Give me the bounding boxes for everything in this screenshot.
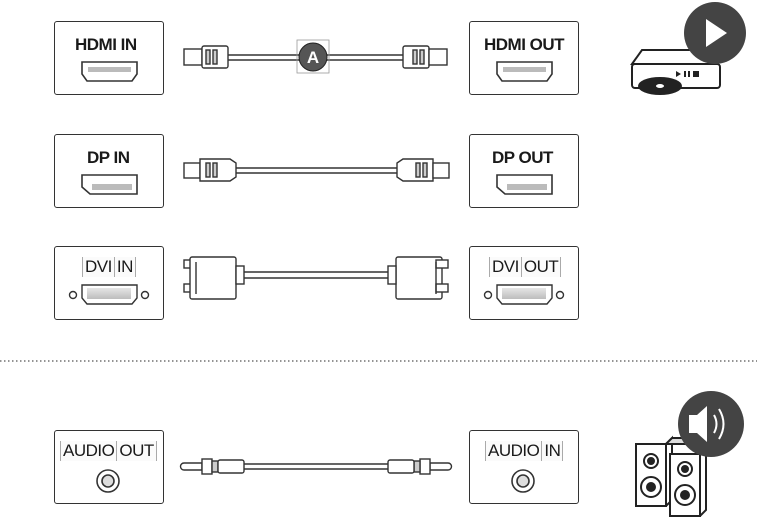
hdmi-out-socket-icon bbox=[496, 61, 553, 82]
dp-out-socket-icon bbox=[496, 174, 553, 195]
dp-in-port-box: DP IN bbox=[54, 134, 164, 208]
hdmi-in-label: HDMI IN bbox=[75, 35, 137, 54]
hdmi-out-port-box: HDMI OUT bbox=[469, 21, 579, 95]
dp-in-socket-icon bbox=[81, 174, 138, 195]
hdmi-in-port-box: HDMI IN bbox=[54, 21, 164, 95]
audio-in-jack-icon bbox=[511, 469, 535, 493]
audio-in-label-dir: IN bbox=[542, 441, 564, 461]
dvi-out-socket-icon bbox=[483, 284, 565, 305]
video-player-icon bbox=[630, 2, 746, 95]
dvi-out-label-type: DVI bbox=[489, 257, 522, 277]
dvi-in-label-dir: IN bbox=[114, 257, 136, 277]
dvi-out-label-dir: OUT bbox=[521, 257, 562, 277]
hdmi-out-label: HDMI OUT bbox=[484, 35, 565, 54]
dp-out-port-box: DP OUT bbox=[469, 134, 579, 208]
audio-out-jack-icon bbox=[96, 469, 120, 493]
dvi-cable-icon bbox=[183, 256, 449, 300]
speaker-icon bbox=[635, 391, 744, 517]
hdmi-in-socket-icon bbox=[81, 61, 138, 82]
audio-out-label-dir: OUT bbox=[117, 441, 157, 461]
dp-out-label: DP OUT bbox=[492, 148, 553, 167]
audio-in-label-type: AUDIO bbox=[485, 441, 543, 461]
dvi-in-socket-icon bbox=[68, 284, 150, 305]
dp-in-label: DP IN bbox=[87, 148, 130, 167]
cable-marker-badge: A bbox=[296, 39, 330, 74]
audio-cable-icon bbox=[179, 458, 453, 475]
dvi-in-label-type: DVI bbox=[82, 257, 115, 277]
cable-marker-letter: A bbox=[307, 48, 319, 67]
dp-cable-icon bbox=[183, 158, 450, 182]
audio-out-label-type: AUDIO bbox=[60, 441, 118, 461]
